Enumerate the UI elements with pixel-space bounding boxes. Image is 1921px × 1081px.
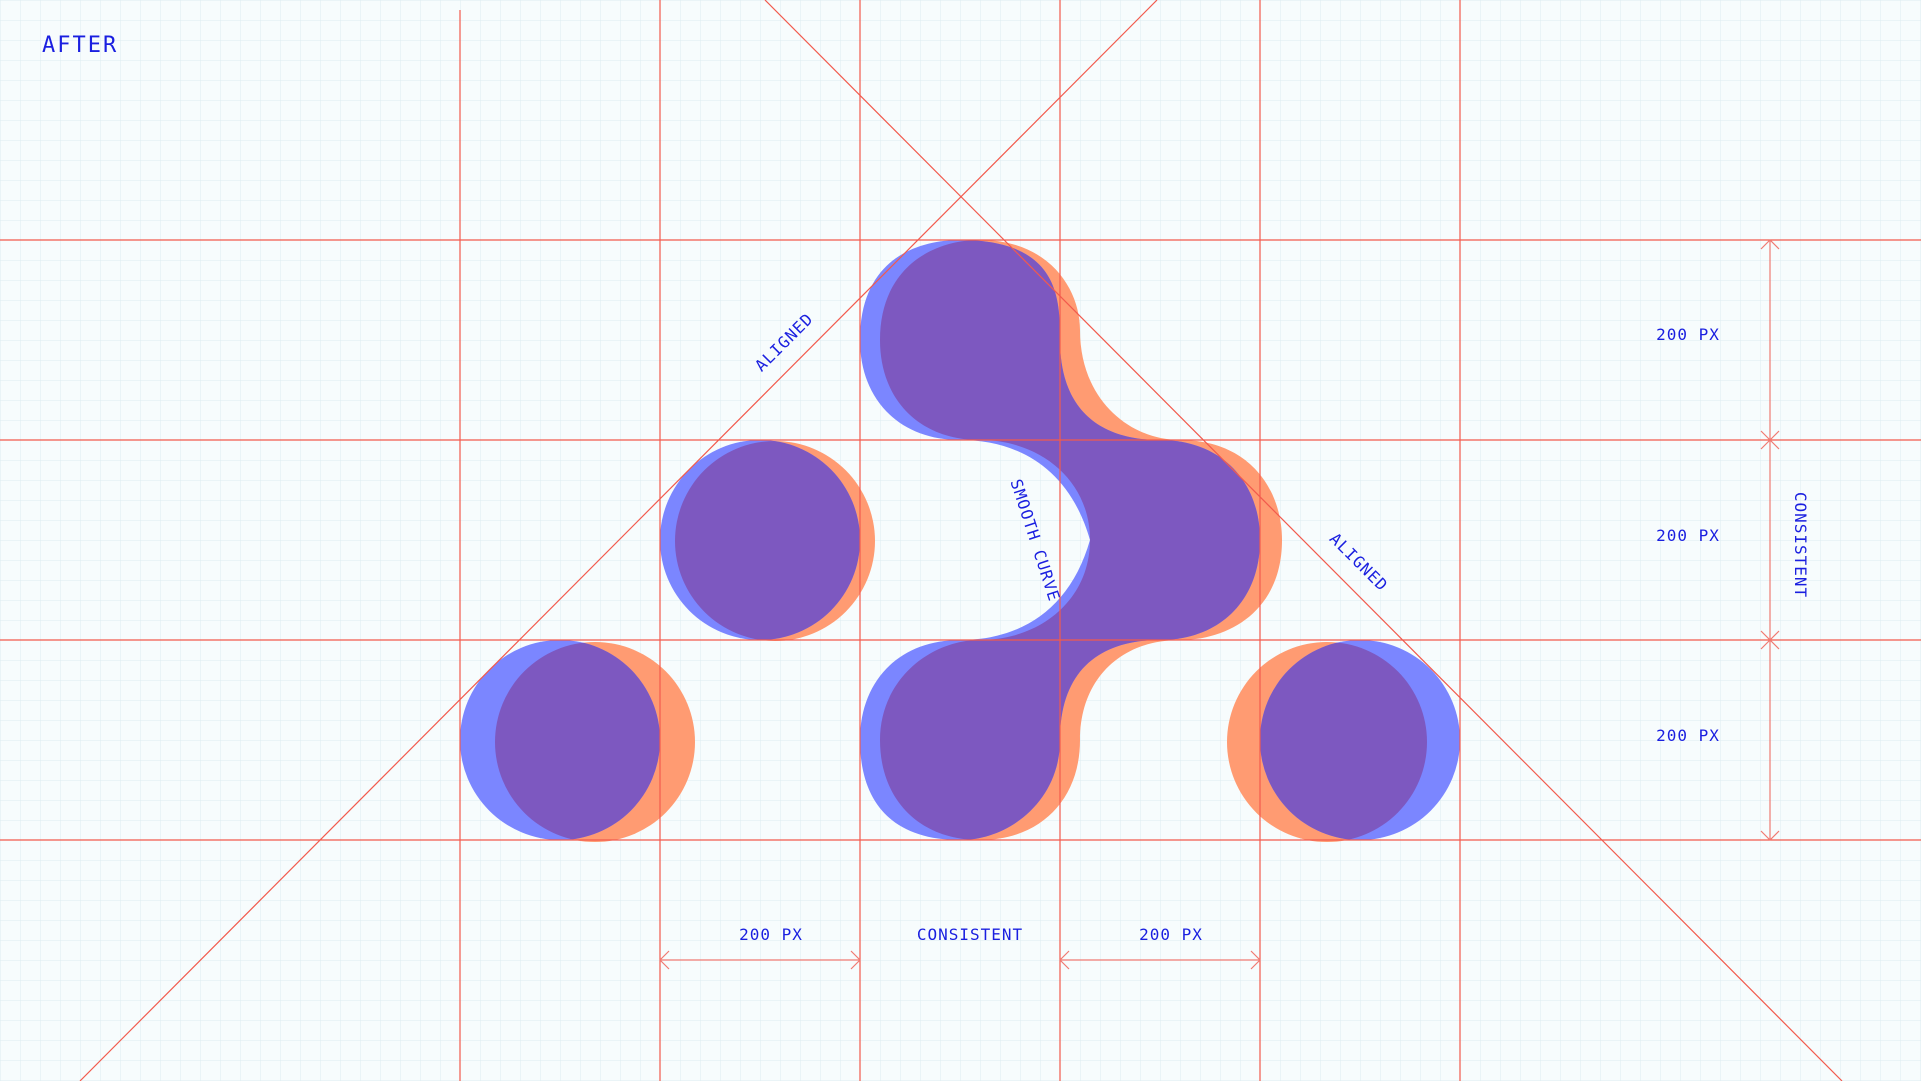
bottom-left-arrow-left [659, 950, 670, 970]
overlap-circle-bottom-right [1227, 642, 1427, 840]
right-dimension-arrow-top [1760, 239, 1780, 250]
right-top-dimension-label: 200 PX [1656, 325, 1720, 344]
overlap-circle-middle-left [675, 441, 875, 641]
bottom-right-dimension-label: 200 PX [1139, 925, 1203, 944]
overlap-shapes [495, 240, 1427, 840]
right-dimension-cross-2 [1760, 630, 1780, 650]
right-bottom-dimension-label: 200 PX [1656, 726, 1720, 745]
dimension-markers [659, 239, 1780, 970]
page-title: AFTER [42, 33, 118, 58]
right-middle-dimension-label: 200 PX [1656, 526, 1720, 545]
bottom-right-arrow-left [1059, 950, 1070, 970]
bottom-right-arrow-right [1250, 950, 1261, 970]
diagonal-guide-right [764, 0, 1843, 1081]
overlap-main-glyph [880, 240, 1282, 840]
bottom-left-arrow-right [850, 950, 861, 970]
diagonal-guide-left [79, 0, 1158, 1081]
bottom-left-dimension-label: 200 PX [739, 925, 803, 944]
right-dimension-arrow-bottom [1760, 830, 1780, 841]
overlap-circle-bottom-left [495, 642, 695, 840]
right-vertical-consistent-label: CONSISTENT [1791, 492, 1810, 598]
bottom-middle-consistent-label: CONSISTENT [917, 925, 1023, 944]
right-dimension-cross-1 [1760, 430, 1780, 450]
